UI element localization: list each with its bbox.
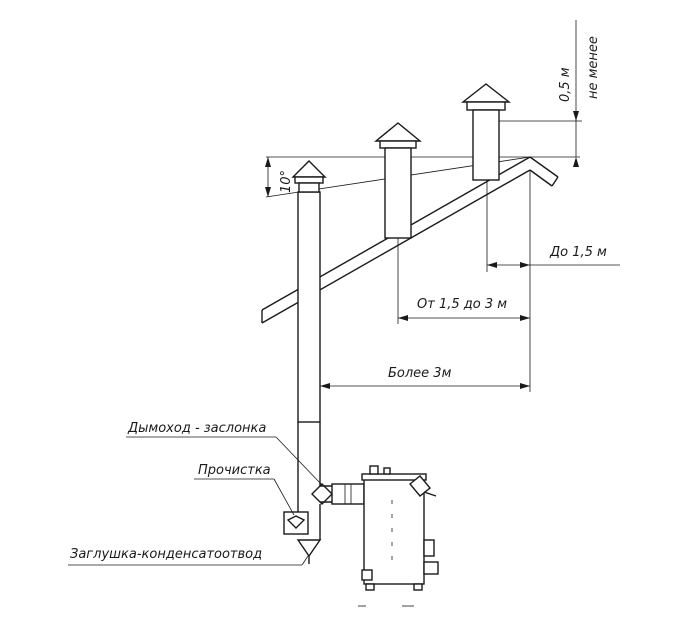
chimney-mid [374,122,422,239]
condensate-plug-label: Заглушка-конденсатоотвод [70,547,262,562]
min-height-note: не менее [586,36,601,99]
dimension-min-height: 0,5 м не менее [558,20,601,167]
chimney-near [460,83,512,181]
cleanout-label: Прочистка [198,463,271,478]
dimension-far: Более 3м [319,324,531,392]
chimney-far [291,160,327,512]
leader-cleanout: Прочистка [194,463,295,516]
angle-label: 10° [279,170,294,193]
min-height-label: 0,5 м [558,67,573,102]
leader-condensate: Заглушка-конденсатоотвод [68,547,309,566]
damper-label: Дымоход - заслонка [127,421,266,436]
leader-damper: Дымоход - заслонка [126,421,323,486]
boiler [361,465,439,591]
dist-far-label: Более 3м [388,366,452,381]
dist-mid-label: От 1,5 до 3 м [417,297,507,312]
dimension-near: До 1,5 м [486,170,620,272]
dimension-angle: 10° [265,157,294,197]
chimney-base [283,483,365,564]
dist-near-label: До 1,5 м [549,245,607,260]
dimension-mid: От 1,5 до 3 м [397,238,531,324]
